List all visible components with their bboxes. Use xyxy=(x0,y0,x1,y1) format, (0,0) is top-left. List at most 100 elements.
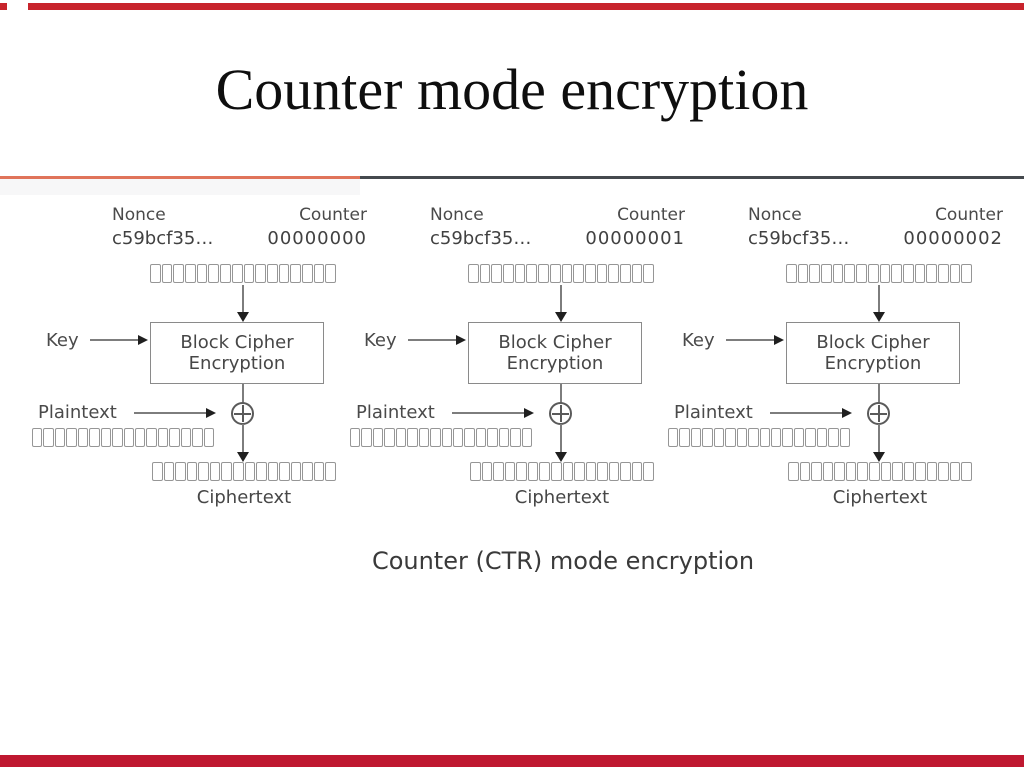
block-cell xyxy=(267,462,279,481)
counter-value: 00000000 xyxy=(267,228,367,249)
block-cell xyxy=(782,428,793,447)
plaintext-label: Plaintext xyxy=(356,402,435,423)
counter-label: Counter xyxy=(617,205,685,225)
block-cell xyxy=(186,462,198,481)
block-cell xyxy=(608,264,619,283)
block-cell xyxy=(441,428,452,447)
block-cell xyxy=(43,428,54,447)
block-cell xyxy=(845,462,857,481)
block-cell xyxy=(407,428,418,447)
block-cell xyxy=(619,264,631,283)
block-cipher-box: Block Cipher Encryption xyxy=(786,322,960,384)
input-block-bar xyxy=(150,264,336,283)
block-cell xyxy=(516,462,527,481)
block-cell xyxy=(892,462,903,481)
block-cipher-box-line1: Block Cipher xyxy=(180,332,294,353)
block-cell xyxy=(221,462,232,481)
block-cell xyxy=(514,264,526,283)
block-cell xyxy=(834,462,845,481)
down-arrow-icon xyxy=(242,424,244,452)
counter-value: 00000002 xyxy=(903,228,1003,249)
block-cell xyxy=(631,264,643,283)
plaintext-block-bar xyxy=(32,428,214,447)
block-cell xyxy=(574,462,585,481)
block-cell xyxy=(220,264,231,283)
block-cell xyxy=(725,428,736,447)
block-cell xyxy=(799,462,811,481)
ciphertext-block-bar xyxy=(152,462,336,481)
block-cell xyxy=(464,428,475,447)
connector-line xyxy=(242,384,244,403)
block-cell xyxy=(793,428,805,447)
block-cell xyxy=(361,428,372,447)
block-cell xyxy=(468,264,479,283)
top-accent-bar xyxy=(28,3,1024,10)
down-arrow-icon xyxy=(560,285,562,312)
block-cell xyxy=(961,264,972,283)
down-arrow-icon xyxy=(237,452,249,462)
block-cell xyxy=(596,264,608,283)
block-cell xyxy=(915,462,926,481)
block-cell xyxy=(550,462,562,481)
block-cell xyxy=(880,462,892,481)
block-cell xyxy=(702,428,713,447)
block-cell xyxy=(208,264,220,283)
block-cell xyxy=(152,462,163,481)
block-cell xyxy=(487,428,498,447)
block-cell xyxy=(526,264,538,283)
nonce-label: Nonce xyxy=(430,205,484,225)
block-cell xyxy=(54,428,66,447)
block-cell xyxy=(175,462,186,481)
top-accent-notch xyxy=(0,3,7,10)
block-cell xyxy=(203,428,214,447)
block-cell xyxy=(926,264,937,283)
block-cell xyxy=(150,264,161,283)
block-cell xyxy=(839,428,850,447)
plaintext-arrow-icon xyxy=(452,412,524,414)
block-cell xyxy=(608,462,620,481)
xor-icon xyxy=(549,402,572,425)
down-arrow-icon xyxy=(555,312,567,322)
block-cell xyxy=(313,264,325,283)
block-cell xyxy=(832,264,844,283)
block-cell xyxy=(89,428,100,447)
block-cipher-box: Block Cipher Encryption xyxy=(468,322,642,384)
block-cell xyxy=(822,462,834,481)
block-cell xyxy=(146,428,157,447)
block-cell xyxy=(914,264,926,283)
ciphertext-label: Ciphertext xyxy=(514,487,610,508)
block-cell xyxy=(816,428,828,447)
block-cell xyxy=(243,264,255,283)
block-cell xyxy=(232,462,244,481)
block-cell xyxy=(527,462,539,481)
block-cipher-box: Block Cipher Encryption xyxy=(150,322,324,384)
ctr-unit-3: Nonce Counter c59bcf35… 00000002 Key Blo… xyxy=(668,200,1005,530)
down-arrow-icon xyxy=(237,312,249,322)
block-cell xyxy=(32,428,43,447)
slide-title: Counter mode encryption xyxy=(215,57,809,122)
block-cell xyxy=(163,462,175,481)
nonce-value: c59bcf35… xyxy=(112,228,214,249)
block-cell xyxy=(112,428,123,447)
block-cell xyxy=(539,462,550,481)
block-cell xyxy=(902,264,914,283)
block-cell xyxy=(643,264,654,283)
block-cell xyxy=(384,428,395,447)
block-cell xyxy=(926,462,938,481)
block-cell xyxy=(372,428,384,447)
block-cell xyxy=(266,264,278,283)
block-cell xyxy=(949,462,961,481)
block-cell xyxy=(937,264,949,283)
block-cell xyxy=(585,462,597,481)
key-arrow-icon xyxy=(774,335,784,345)
block-cell xyxy=(169,428,180,447)
block-cell xyxy=(185,264,196,283)
block-cell xyxy=(538,264,549,283)
counter-label: Counter xyxy=(935,205,1003,225)
block-cell xyxy=(631,462,643,481)
block-cell xyxy=(844,264,856,283)
plaintext-block-bar xyxy=(350,428,532,447)
title-divider-left xyxy=(0,176,360,179)
input-block-bar xyxy=(468,264,654,283)
